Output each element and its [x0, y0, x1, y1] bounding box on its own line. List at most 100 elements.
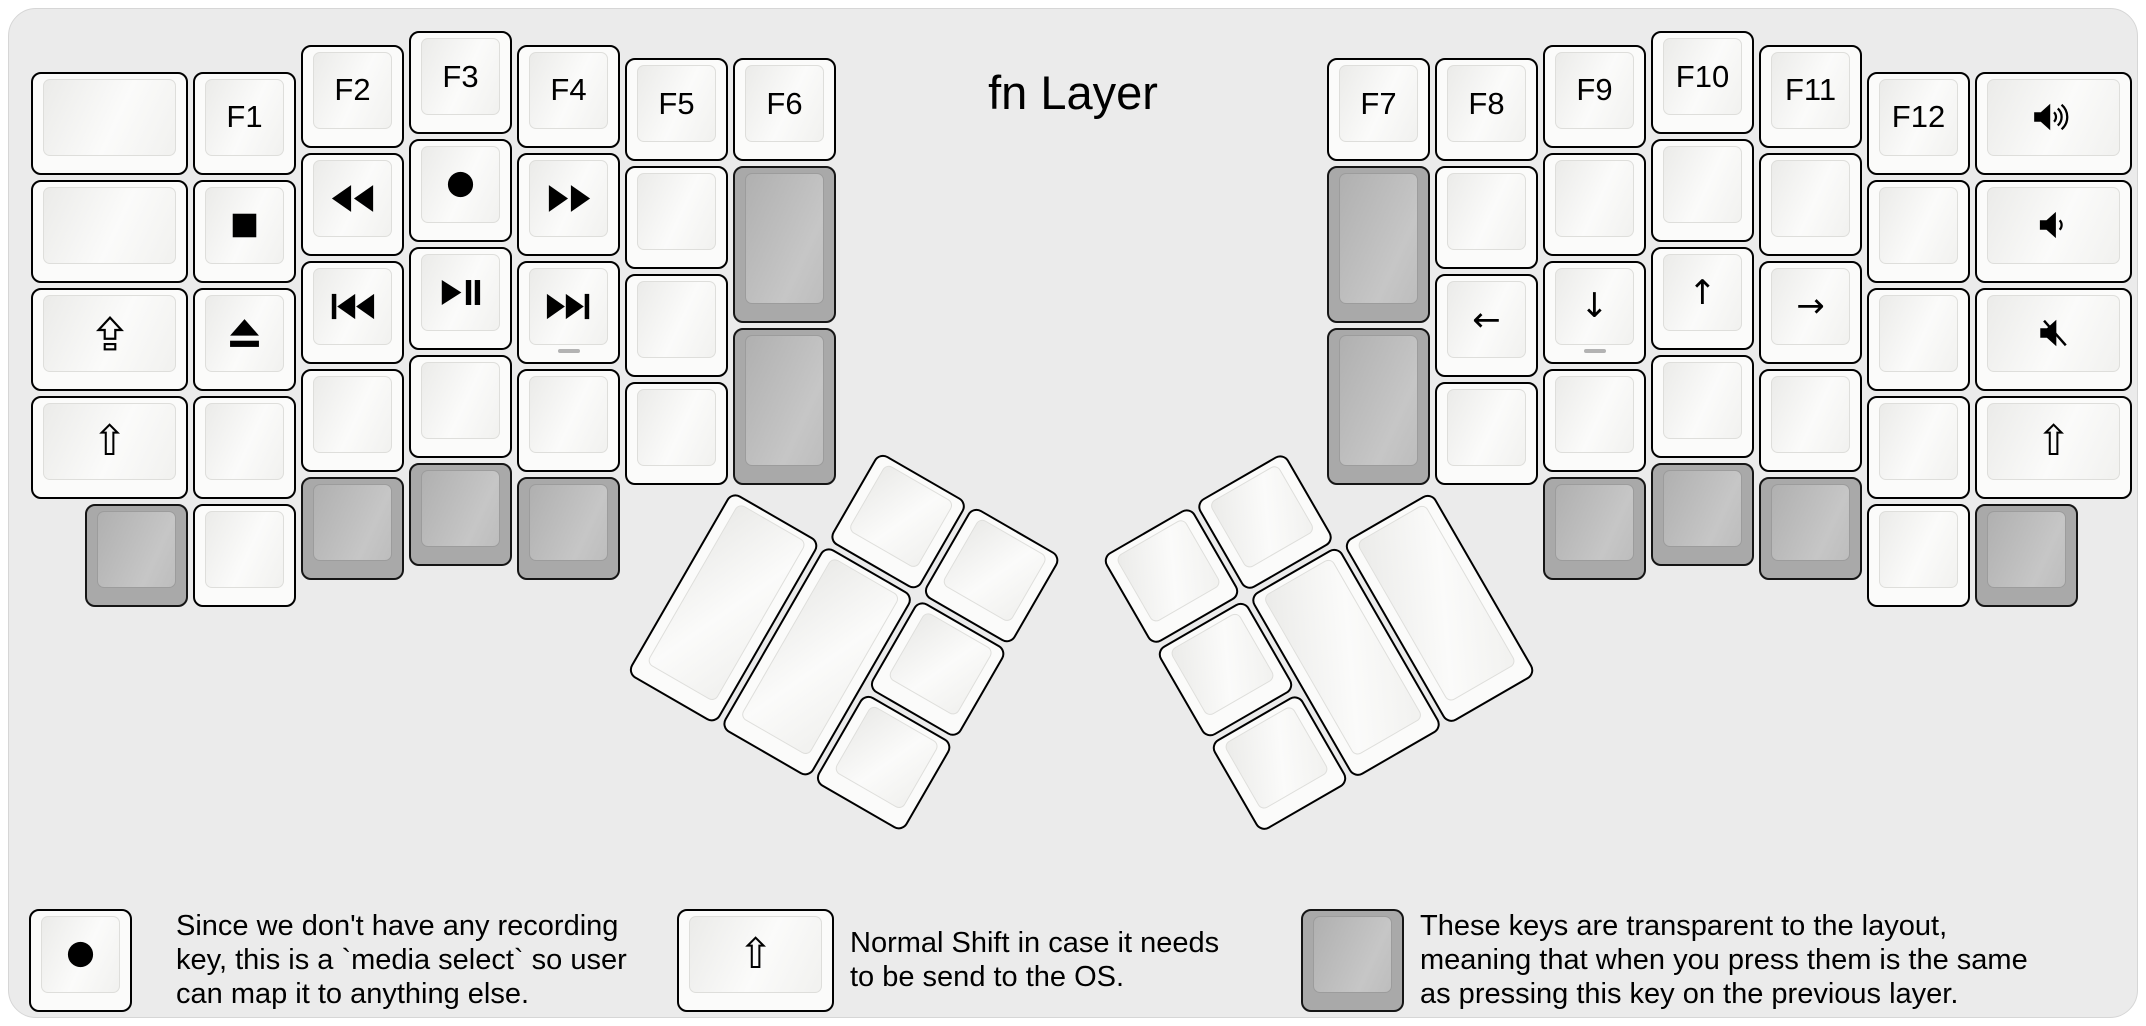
keycap: F12	[1879, 78, 1958, 156]
key-f3[interactable]: F3	[409, 31, 512, 134]
key-f11[interactable]: F11	[1759, 44, 1862, 148]
key-blank[interactable]	[1867, 179, 1970, 283]
key-blank[interactable]	[1651, 139, 1754, 242]
key-transparent[interactable]	[301, 476, 404, 580]
key-f4[interactable]: F4	[517, 44, 620, 148]
key-blank[interactable]	[517, 368, 620, 472]
record-icon	[65, 939, 96, 970]
key-blank[interactable]	[1867, 287, 1970, 391]
key-blank[interactable]	[625, 382, 728, 485]
key-rewind[interactable]	[301, 152, 404, 256]
legend-sample-key-white: ⇧	[677, 908, 834, 1012]
key-transparent[interactable]	[733, 166, 836, 323]
keycap: ⇧	[689, 915, 822, 993]
key-transparent[interactable]	[85, 503, 188, 607]
keycap	[1339, 335, 1418, 466]
key-transparent[interactable]	[409, 463, 512, 566]
keycap	[205, 510, 284, 588]
key-f5[interactable]: F5	[625, 58, 728, 161]
key-prev-track[interactable]	[301, 260, 404, 364]
key-blank[interactable]	[1651, 355, 1754, 458]
key-up-arrow[interactable]: ↑	[1651, 247, 1754, 350]
key-fast-forward[interactable]	[517, 152, 620, 256]
keycap	[1879, 402, 1958, 480]
rewind-icon	[330, 183, 376, 214]
keycap: ↓	[1555, 267, 1634, 345]
key-volume-mute[interactable]	[1975, 287, 2132, 391]
keycap: →	[1771, 267, 1850, 345]
key-blank[interactable]	[625, 274, 728, 377]
key-volume-down[interactable]	[1975, 179, 2132, 283]
key-transparent[interactable]	[1543, 476, 1646, 580]
key-shift[interactable]: ⇧	[1975, 395, 2132, 499]
up-arrow-icon: ↑	[1688, 272, 1717, 313]
keycap	[43, 186, 176, 264]
homing-bar	[1583, 348, 1606, 353]
legend-line: as pressing this key on the previous lay…	[1420, 978, 1959, 1010]
key-transparent[interactable]	[517, 476, 620, 580]
key-right-arrow[interactable]: →	[1759, 260, 1862, 364]
key-transparent[interactable]	[733, 328, 836, 485]
key-f7[interactable]: F7	[1327, 58, 1430, 161]
key-blank[interactable]	[1867, 503, 1970, 607]
legend-line: These keys are transparent to the layout…	[1420, 910, 1948, 942]
key-blank[interactable]	[409, 355, 512, 458]
keycap: F6	[745, 65, 824, 142]
key-f6[interactable]: F6	[733, 58, 836, 161]
key-stop[interactable]	[193, 179, 296, 283]
page-title: fn Layer	[988, 66, 1158, 119]
key-blank[interactable]	[1435, 382, 1538, 485]
key-blank[interactable]	[1759, 152, 1862, 256]
key-f9[interactable]: F9	[1543, 44, 1646, 148]
keycap: F3	[421, 38, 500, 115]
key-volume-up[interactable]	[1975, 71, 2132, 175]
key-transparent[interactable]	[1327, 166, 1430, 323]
key-media-select[interactable]	[409, 139, 512, 242]
legend-sample-key	[1301, 908, 1404, 1012]
key-blank[interactable]	[31, 179, 188, 283]
key-f12[interactable]: F12	[1867, 71, 1970, 175]
key-next-track[interactable]	[517, 260, 620, 364]
key-eject[interactable]	[193, 287, 296, 391]
key-play-pause[interactable]	[409, 247, 512, 350]
key-blank[interactable]	[301, 368, 404, 472]
key-f2[interactable]: F2	[301, 44, 404, 148]
shift-icon: ⇧	[91, 416, 128, 465]
key-blank[interactable]	[1759, 368, 1862, 472]
key-blank[interactable]	[193, 395, 296, 499]
legend-line: Normal Shift in case it needs	[850, 927, 1220, 959]
key-blank[interactable]	[1435, 166, 1538, 269]
keycap	[1987, 294, 2120, 372]
key-left-arrow[interactable]: ←	[1435, 274, 1538, 377]
volume-up-icon	[2032, 100, 2076, 134]
key-blank[interactable]	[625, 166, 728, 269]
keycap	[1663, 470, 1742, 547]
keycap: F2	[313, 51, 392, 129]
key-transparent[interactable]	[1651, 463, 1754, 566]
key-transparent[interactable]	[1975, 503, 2078, 607]
keycap: F4	[529, 51, 608, 129]
key-caps-lock[interactable]	[31, 287, 188, 391]
fast-forward-icon	[546, 183, 592, 214]
keycap: F11	[1771, 51, 1850, 129]
key-blank[interactable]	[1543, 368, 1646, 472]
keycap	[1663, 146, 1742, 223]
keycap	[529, 375, 608, 453]
keycap	[529, 159, 608, 237]
key-shift[interactable]: ⇧	[31, 395, 188, 499]
key-blank[interactable]	[31, 71, 188, 175]
key-blank[interactable]	[1867, 395, 1970, 499]
glyph-icon: ⇧	[737, 929, 774, 978]
key-transparent[interactable]	[1759, 476, 1862, 580]
key-f1[interactable]: F1	[193, 71, 296, 175]
key-blank[interactable]	[1543, 152, 1646, 256]
shift-icon: ⇧	[2035, 416, 2072, 465]
key-transparent[interactable]	[1327, 328, 1430, 485]
key-down-arrow[interactable]: ↓	[1543, 260, 1646, 364]
keycap	[1339, 173, 1418, 304]
key-f8[interactable]: F8	[1435, 58, 1538, 161]
key-blank[interactable]	[193, 503, 296, 607]
key-f10[interactable]: F10	[1651, 31, 1754, 134]
